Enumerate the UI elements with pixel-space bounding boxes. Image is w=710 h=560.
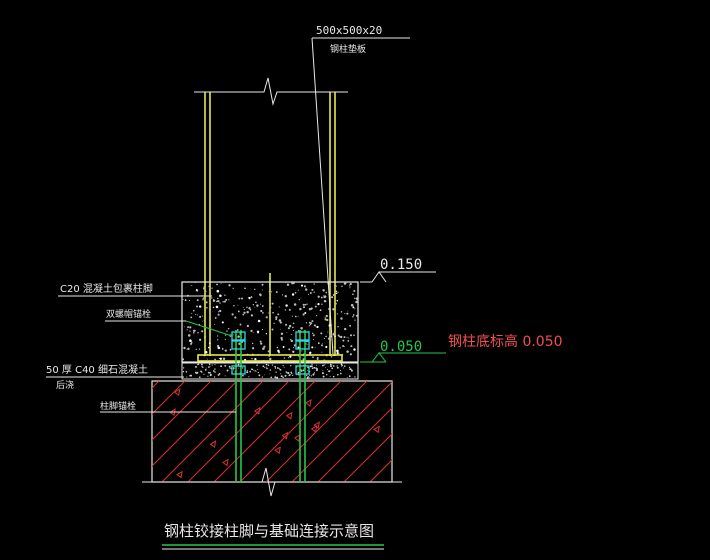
- foundation: [151, 380, 393, 483]
- label-grout-note: 后浇: [56, 379, 74, 391]
- plate-spec-callout: 500x500x20 钢柱垫板: [311, 24, 410, 355]
- elevation-bottom-text: 0.050: [380, 339, 422, 355]
- grout-layer: [181, 362, 359, 380]
- foundation-break-line: [142, 467, 402, 497]
- elevation-marker-top: [360, 271, 436, 283]
- label-grout: 50 厚 C40 细石混凝土: [46, 363, 148, 376]
- label-c20-concrete: C20 混凝土包裹柱脚: [60, 282, 153, 295]
- foundation-aggregate: [169, 388, 380, 479]
- plate-spec-text: 500x500x20: [316, 24, 382, 37]
- anchor-bolt-right: [295, 330, 310, 482]
- base-plate: [197, 354, 343, 362]
- label-anchor-bolt: 柱脚锚栓: [100, 400, 136, 412]
- elevation-marker-bottom: [360, 352, 446, 363]
- leader-lines: [46, 295, 236, 413]
- steel-column: [204, 92, 336, 356]
- grout-speckle: [182, 363, 356, 379]
- plate-label-text: 钢柱垫板: [330, 43, 366, 55]
- drawing-title: 钢柱铰接柱脚与基础连接示意图: [164, 522, 374, 540]
- column-base-elevation-annotation: 钢柱底标高 0.050: [448, 333, 563, 350]
- foundation-hatch: [152, 381, 392, 482]
- column-break-line: [194, 77, 348, 106]
- label-bolt-pipe: 双螺帽锚栓: [106, 308, 151, 320]
- elevation-top-text: 0.150: [380, 257, 422, 273]
- anchor-bolt-left: [231, 330, 246, 482]
- c20-concrete-encasement: [181, 281, 359, 363]
